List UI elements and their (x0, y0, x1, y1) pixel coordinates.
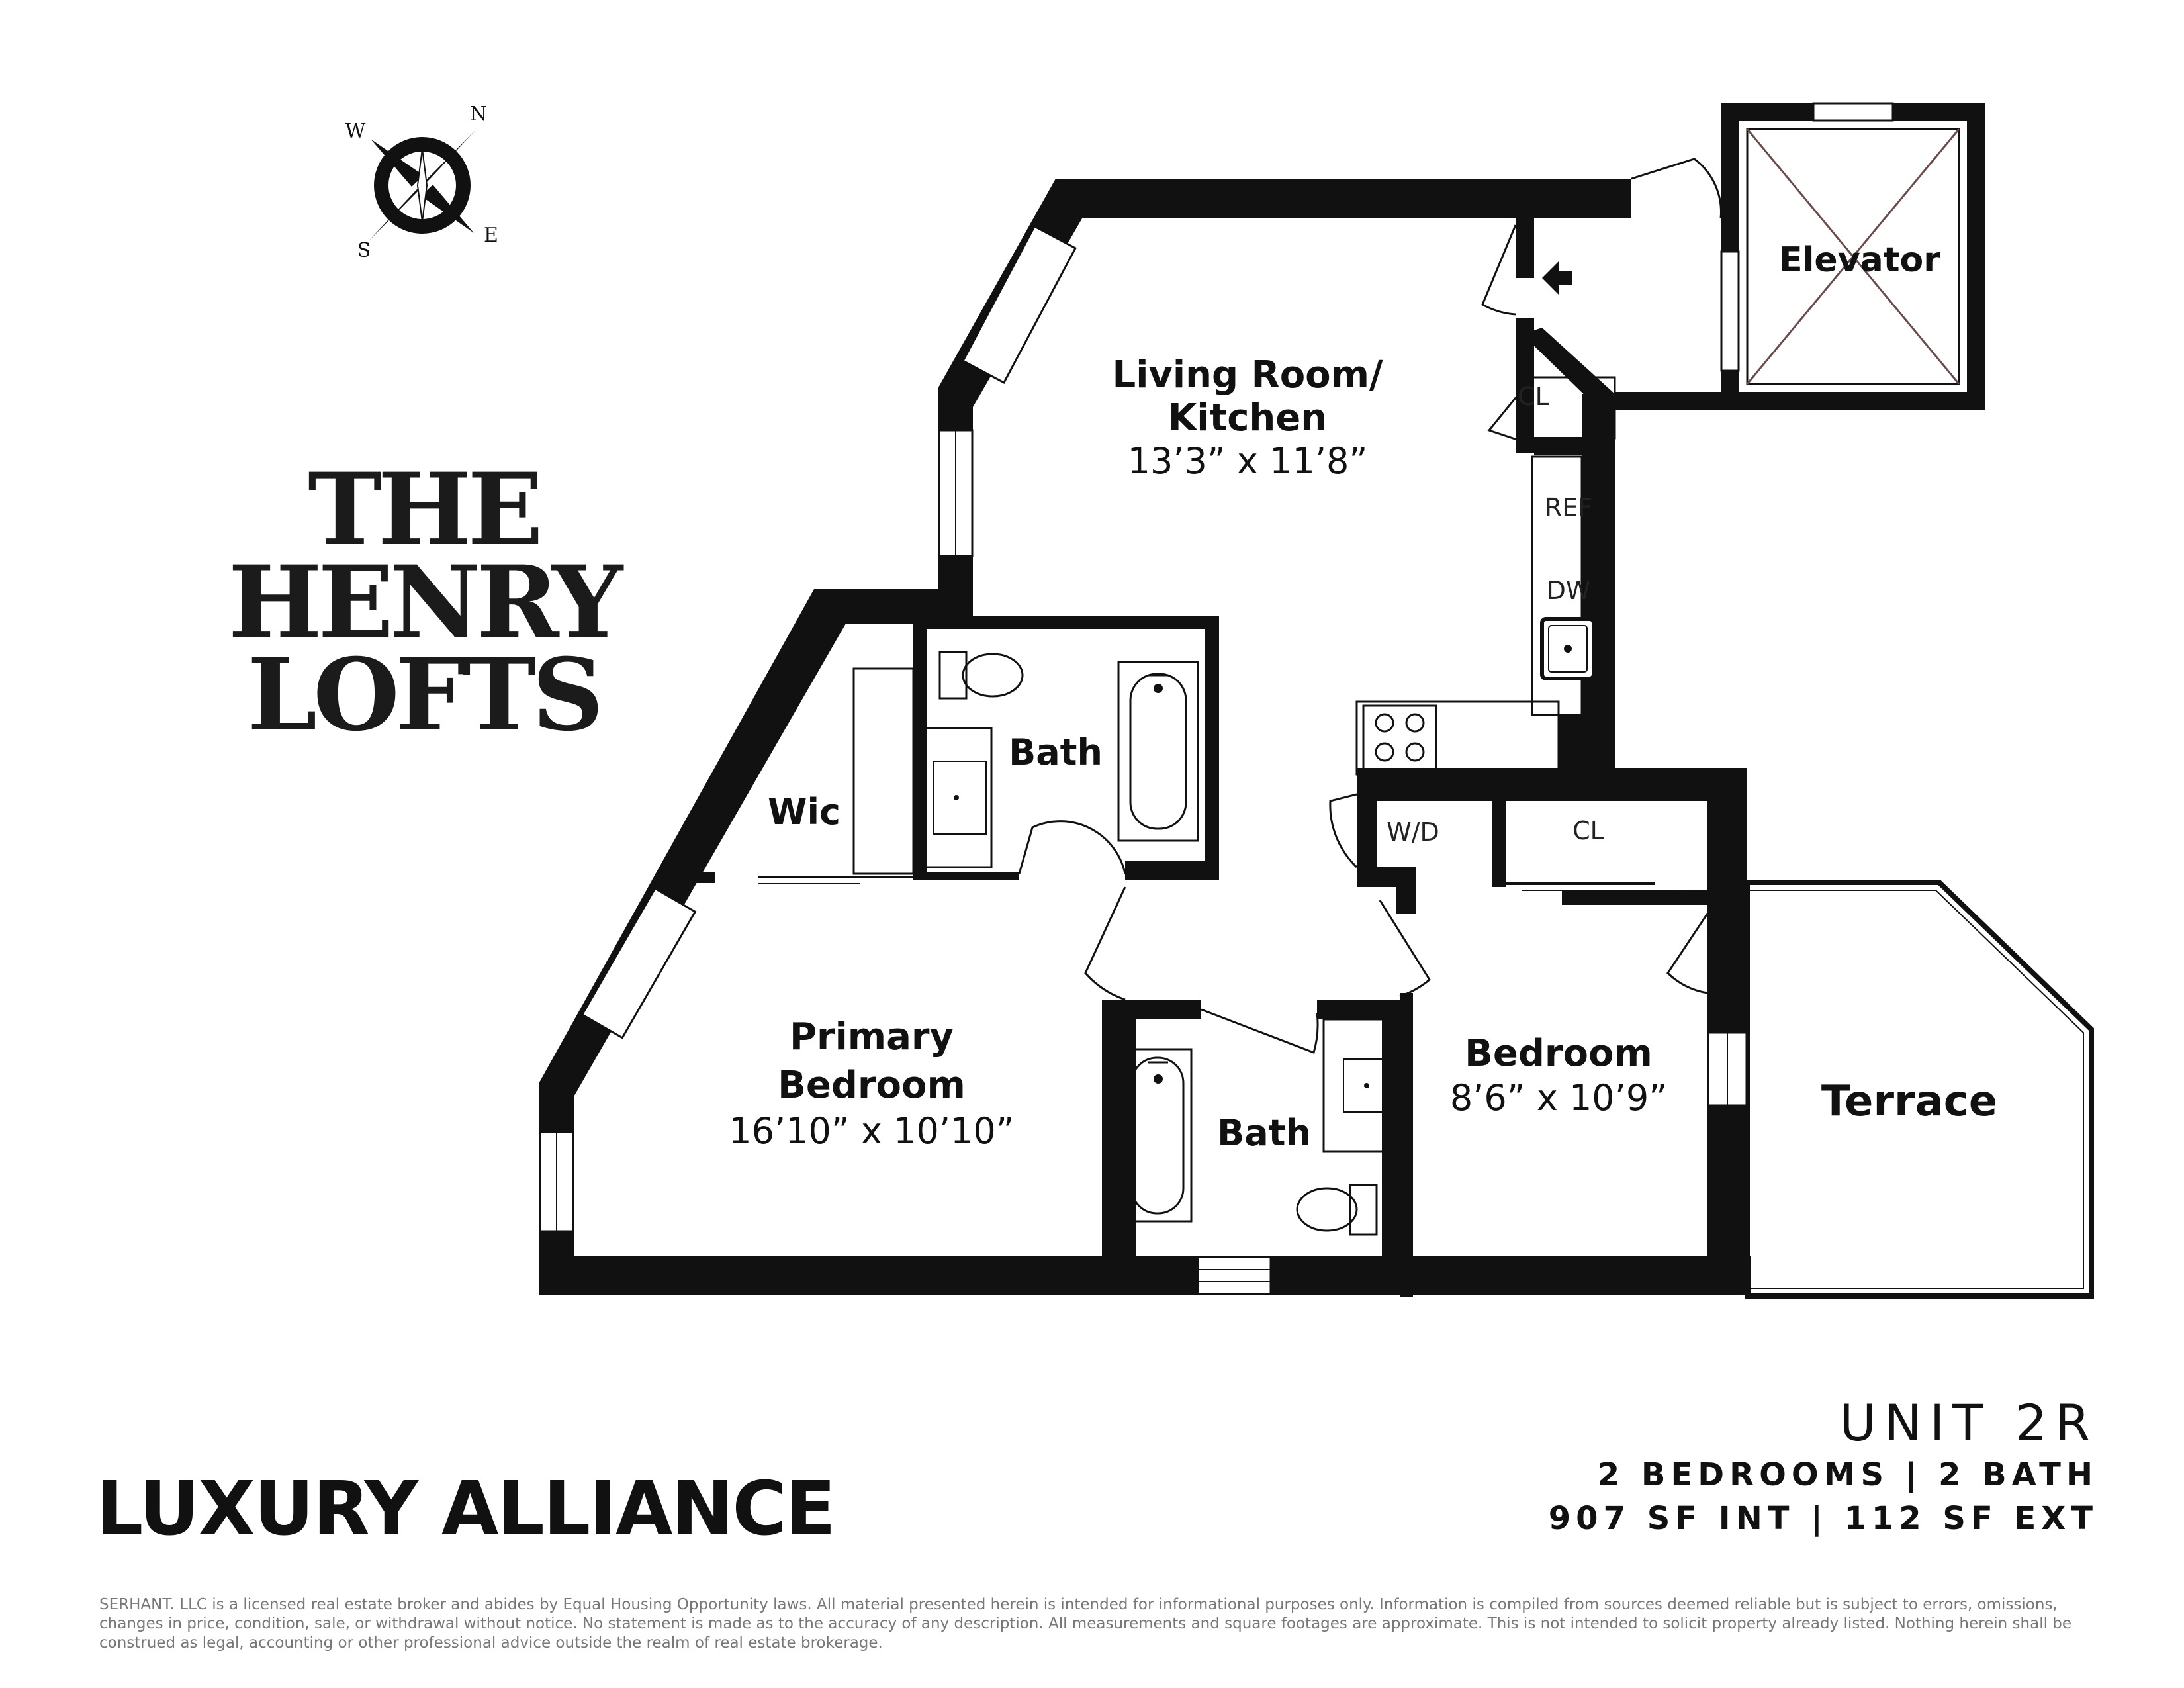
wd-label: W/D (1387, 818, 1439, 847)
compass-east-label: E (484, 224, 498, 247)
living-room-dimensions: 13’3” x 11’8” (1128, 440, 1368, 482)
logo-line-1: THE (308, 451, 543, 568)
primary-bedroom-door[interactable] (1084, 886, 1126, 1001)
bedroom-door[interactable] (1379, 900, 1431, 998)
vanity-sink-icon (924, 727, 993, 868)
wic-label: Wic (768, 791, 841, 833)
upper-bath-label: Bath (1009, 731, 1103, 773)
compass-north-label: N (470, 103, 487, 126)
ref-label: REF (1545, 493, 1592, 522)
primary-bedroom-dimensions: 16’10” x 10’10” (729, 1110, 1014, 1152)
bedroom-closet-label: CL (1572, 816, 1604, 845)
windows (539, 102, 1894, 1295)
building-logo: THE HENRY LOFTS (218, 451, 629, 753)
wd-door[interactable] (1329, 793, 1358, 868)
lower-bath-door[interactable] (1201, 1008, 1319, 1054)
compass-icon (368, 129, 477, 242)
entry-arrow-icon (1542, 261, 1572, 295)
terrace-label: Terrace (1821, 1077, 1997, 1126)
terrace-door[interactable] (1666, 913, 1709, 994)
unit-summary: UNIT 2R 2 BEDROOMS | 2 BATH 907 SF INT |… (1549, 1393, 2098, 1540)
unit-bedrooms: 2 BEDROOMS | 2 BATH (1597, 1456, 2098, 1493)
kitchen-counter (1355, 455, 1596, 776)
compass-south-label: S (357, 239, 371, 262)
bathtub-icon (1117, 661, 1199, 842)
closet-door-entry[interactable] (1481, 224, 1517, 316)
logo-line-2: HENRY (228, 544, 623, 661)
bedroom-dimensions: 8’6” x 10’9” (1450, 1077, 1667, 1119)
elevator-label: Elevator (1779, 240, 1940, 280)
bedroom-label: Bedroom (1465, 1032, 1653, 1075)
legal-disclaimer: SERHANT. LLC is a licensed real estate b… (99, 1596, 2072, 1652)
dw-label: DW (1547, 576, 1591, 605)
toilet-icon (1296, 1184, 1378, 1236)
kitchen-label: Kitchen (1168, 397, 1327, 440)
company-name: LUXURY ALLIANCE (96, 1466, 836, 1552)
toilet-icon (938, 651, 1024, 700)
upper-bath-door[interactable] (1018, 820, 1126, 874)
living-room-label: Living Room/ (1113, 353, 1383, 397)
logo-line-3: LOFTS (247, 637, 604, 753)
lower-bath-label: Bath (1217, 1112, 1311, 1154)
bathtub-icon (1120, 1048, 1193, 1223)
vanity-sink-icon (1322, 1018, 1401, 1153)
entry-door[interactable] (1631, 158, 1722, 219)
unit-title: UNIT 2R (1839, 1393, 2098, 1452)
primary-bedroom-label-2: Bedroom (778, 1064, 966, 1107)
interior-walls (695, 215, 1747, 1297)
unit-area: 907 SF INT | 112 SF EXT (1548, 1500, 2098, 1537)
primary-bedroom-label-1: Primary (790, 1015, 954, 1058)
entry-closet-label: CL (1518, 382, 1549, 411)
cooktop-icon (1362, 704, 1437, 772)
compass-west-label: W (345, 120, 366, 143)
